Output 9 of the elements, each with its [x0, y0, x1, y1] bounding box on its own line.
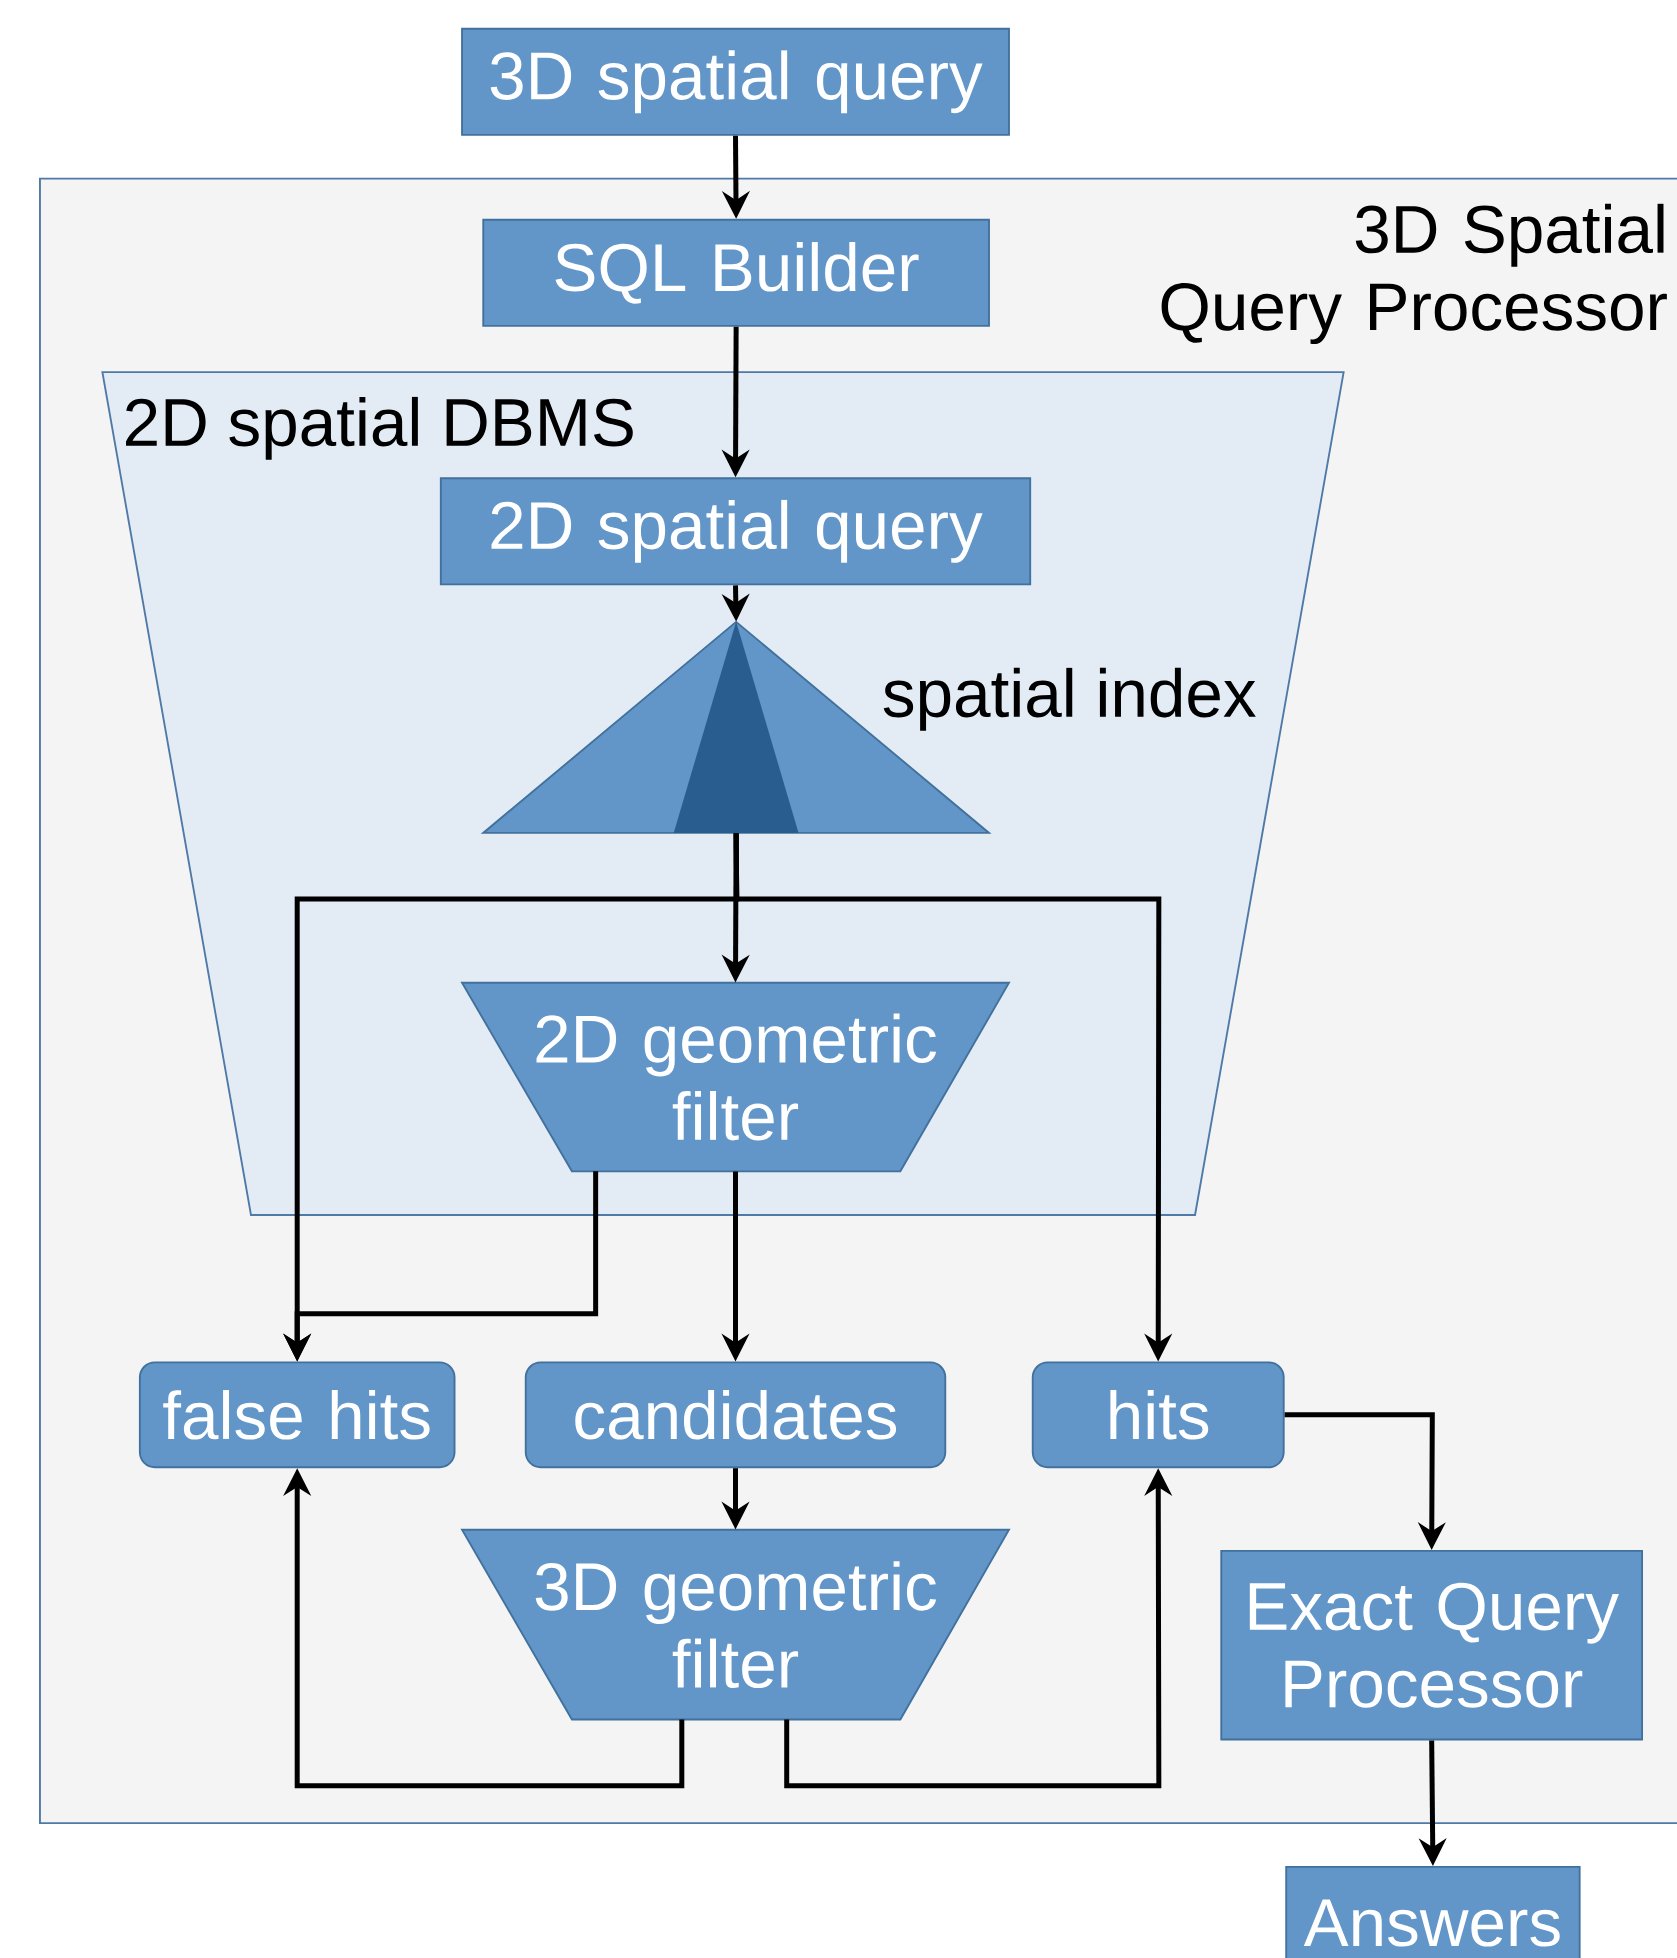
- process-box: Answers: [1285, 1865, 1581, 1958]
- process-box: false hits: [138, 1361, 456, 1469]
- process-box: hits: [1031, 1361, 1285, 1469]
- process-box: Exact Query Processor: [1220, 1550, 1643, 1741]
- process-box: 2D spatial query: [439, 477, 1032, 586]
- process-box: 3D spatial query: [461, 27, 1010, 136]
- beside-label: spatial index: [883, 667, 1256, 731]
- process-box: SQL Builder: [482, 218, 990, 327]
- process-box: candidates: [524, 1361, 947, 1469]
